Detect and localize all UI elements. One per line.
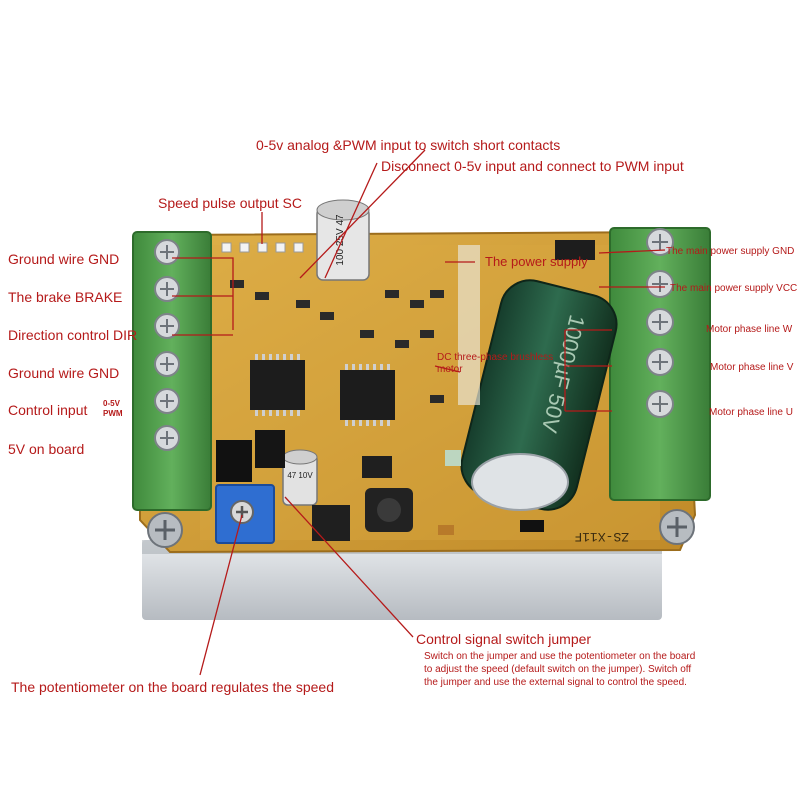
analog-pwm-label: 0-5v analog &PWM input to switch short c…	[256, 137, 561, 153]
speed-pulse-label: Speed pulse output SC	[158, 195, 302, 211]
speed-pulse-header	[221, 242, 304, 253]
control-input-0-5v: 0-5V	[103, 399, 120, 408]
main-vcc-label: The main power supply VCC	[670, 283, 798, 294]
power-mosfet	[458, 240, 595, 405]
left-terminal-block	[132, 231, 212, 511]
inductor	[365, 488, 413, 532]
jumper-description: Switch on the jumper and use the potenti…	[424, 651, 696, 689]
brake-label: The brake BRAKE	[8, 289, 123, 305]
driver-ic-right	[340, 364, 395, 426]
driver-ic-left	[250, 354, 305, 416]
control-input-pwm: PWM	[103, 409, 123, 418]
ground-gnd-label-1: Ground wire GND	[8, 251, 120, 267]
small-capacitor-2: 47 10V	[282, 449, 318, 506]
right-terminal-block	[609, 227, 711, 501]
main-gnd-label: The main power supply GND	[666, 246, 795, 257]
power-supply-label: The power supply	[485, 254, 588, 269]
phase-u-label: Motor phase line U	[709, 407, 793, 418]
direction-label: Direction control DIR	[8, 327, 138, 343]
jumper-title: Control signal switch jumper	[416, 631, 592, 647]
small-cap-2-marking: 47 10V	[287, 471, 313, 480]
disconnect-pwm-label: Disconnect 0-5v input and connect to PWM…	[381, 158, 684, 174]
phase-v-label: Motor phase line V	[710, 362, 794, 373]
control-input-label: Control input	[8, 402, 88, 418]
control-signal-jumper	[216, 430, 285, 482]
regulator-chip	[312, 456, 392, 541]
mounting-screw	[147, 509, 695, 548]
large-capacitor: 1000µF 50V	[460, 279, 618, 511]
potentiometer	[215, 484, 275, 544]
three-phase-motor-label: DC three-phase brushless motor	[437, 352, 554, 375]
small-capacitor: 100 25V 47	[316, 199, 370, 281]
small-cap-marking: 100 25V 47	[335, 214, 346, 266]
smd-components	[230, 280, 544, 535]
ground-gnd-label-2: Ground wire GND	[8, 365, 120, 381]
five-v-label: 5V on board	[8, 441, 85, 457]
phase-w-label: Motor phase line W	[706, 324, 793, 335]
potentiometer-label: The potentiometer on the board regulates…	[11, 679, 334, 695]
annotation-leaders	[172, 149, 666, 676]
model-silkscreen: ZS-X11F	[574, 529, 629, 544]
